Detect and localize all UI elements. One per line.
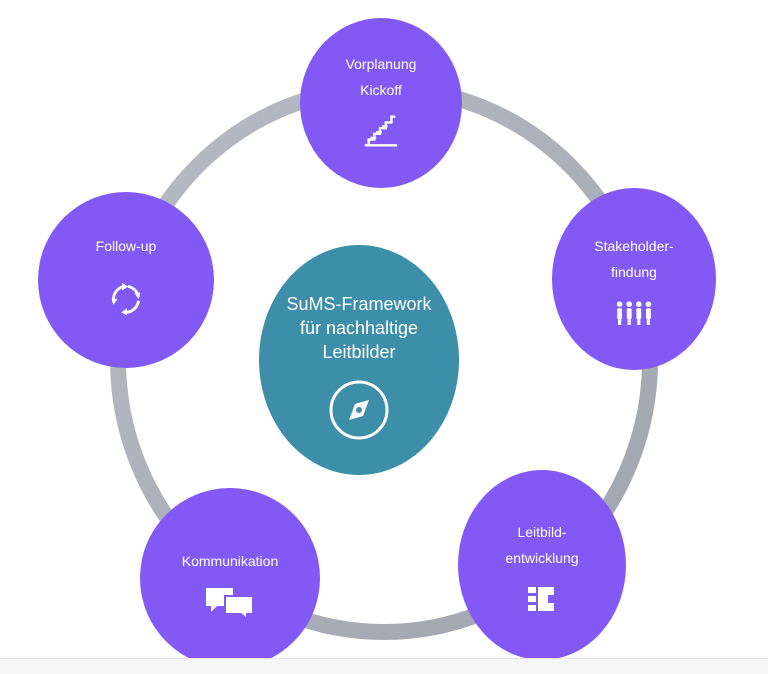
compass-icon bbox=[327, 378, 391, 447]
step-label: Leitbild- entwicklung bbox=[505, 524, 579, 566]
people-group-icon bbox=[614, 295, 654, 331]
refresh-cycle-icon bbox=[106, 281, 146, 317]
step-label: Kommunikation bbox=[181, 553, 279, 569]
stairs-icon bbox=[361, 113, 401, 149]
step-stakeholderfindung: Stakeholder- findung bbox=[552, 188, 716, 370]
step-label: Vorplanung Kickoff bbox=[345, 56, 417, 98]
center-circle: SuMS-Framework für nachhaltige Leitbilde… bbox=[259, 245, 459, 475]
step-follow-up: Follow-up bbox=[38, 192, 214, 368]
center-title: SuMS-Framework für nachhaltige Leitbilde… bbox=[286, 293, 432, 362]
step-label: Follow-up bbox=[95, 238, 157, 254]
step-label: Stakeholder- findung bbox=[594, 238, 674, 280]
puzzle-icon bbox=[522, 581, 562, 617]
step-leitbildentwicklung: Leitbild- entwicklung bbox=[458, 470, 626, 660]
bottom-strip bbox=[0, 658, 768, 674]
step-kommunikation: Kommunikation bbox=[140, 488, 320, 668]
speech-bubbles-icon bbox=[202, 584, 258, 620]
step-vorplanung-kickoff: Vorplanung Kickoff bbox=[300, 18, 462, 188]
